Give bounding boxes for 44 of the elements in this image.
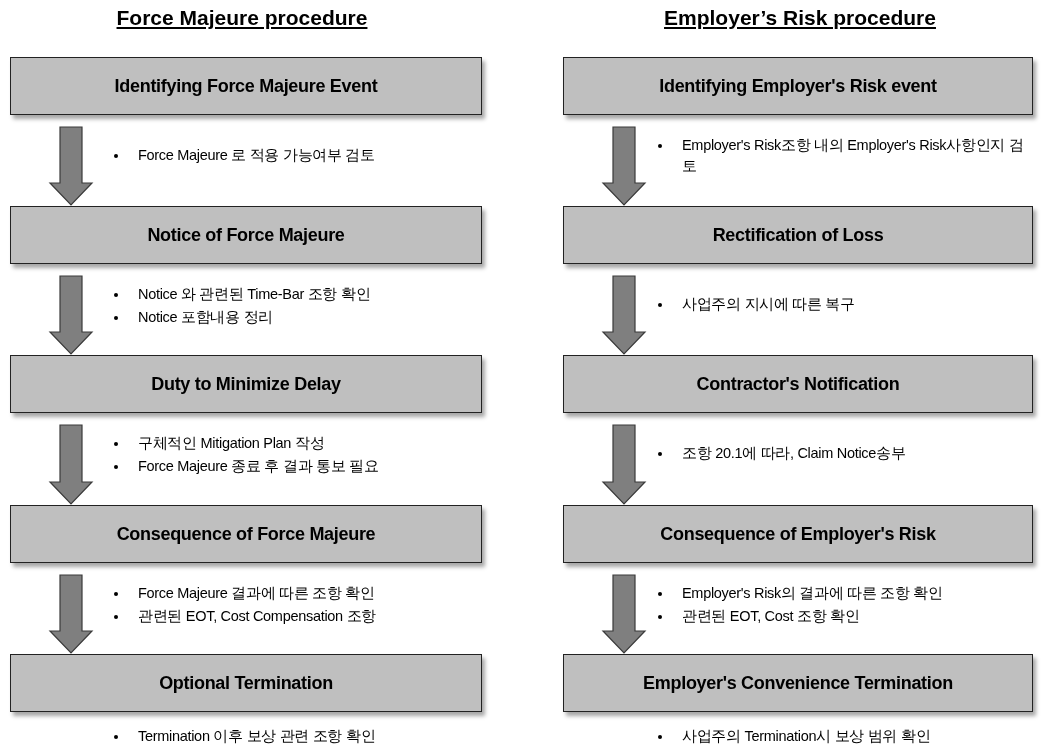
bullet-text: 구체적인 Mitigation Plan 작성 (138, 434, 325, 453)
step-box (563, 505, 1033, 563)
down-arrow (601, 126, 647, 206)
step-title: Contractor's Notification (696, 373, 900, 395)
down-arrow (48, 574, 94, 654)
step-title: Consequence of Employer's Risk (660, 523, 936, 545)
bullet-text: 조항 20.1에 따라, Claim Notice송부 (682, 444, 906, 463)
step-title: Duty to Minimize Delay (151, 373, 341, 395)
step-box (563, 206, 1033, 264)
step-box (563, 57, 1033, 115)
step-title: Consequence of Force Majeure (116, 523, 376, 545)
down-arrow (601, 275, 647, 355)
down-arrow (601, 574, 647, 654)
step-box (10, 355, 482, 413)
bullet-text: 관련된 EOT, Cost 조항 확인 (682, 607, 860, 626)
bullet-text: Force Majeure 결과에 따른 조항 확인 (138, 584, 375, 603)
down-arrow (601, 424, 647, 505)
down-arrow (48, 275, 94, 355)
down-arrow (48, 424, 94, 505)
bullet-text: 관련된 EOT, Cost Compensation 조항 (138, 607, 376, 626)
step-title: Notice of Force Majeure (147, 224, 345, 246)
step-title: Employer's Convenience Termination (643, 672, 953, 694)
step-box (563, 654, 1033, 712)
column-heading: Force Majeure procedure (116, 6, 368, 29)
bullet-text: Employer's Risk조항 내의 Employer's Risk사항인지 검토 (682, 136, 1025, 176)
bullet-text: Notice 포함내용 정리 (138, 308, 273, 327)
step-box (563, 355, 1033, 413)
step-box (10, 505, 482, 563)
bullet-text: 사업주의 지시에 따른 복구 (682, 295, 855, 314)
column-heading: Employer’s Risk procedure (664, 6, 936, 29)
bullet-text: Termination 이후 보상 관련 조항 확인 (138, 727, 376, 746)
step-title: Identifying Employer's Risk event (659, 75, 937, 97)
down-arrow (48, 126, 94, 206)
step-title: Optional Termination (159, 672, 333, 694)
bullet-text: 사업주의 Termination시 보상 범위 확인 (682, 727, 931, 746)
step-box (10, 57, 482, 115)
step-title: Identifying Force Majeure Event (114, 75, 378, 97)
step-box (10, 206, 482, 264)
bullet-text: Force Majeure 로 적용 가능여부 검토 (138, 146, 375, 165)
step-box (10, 654, 482, 712)
bullet-text: Force Majeure 종료 후 결과 통보 필요 (138, 457, 379, 476)
bullet-text: Notice 와 관련된 Time-Bar 조항 확인 (138, 285, 371, 304)
step-title: Rectification of Loss (712, 224, 884, 246)
bullet-text: Employer's Risk의 결과에 따른 조항 확인 (682, 584, 943, 603)
